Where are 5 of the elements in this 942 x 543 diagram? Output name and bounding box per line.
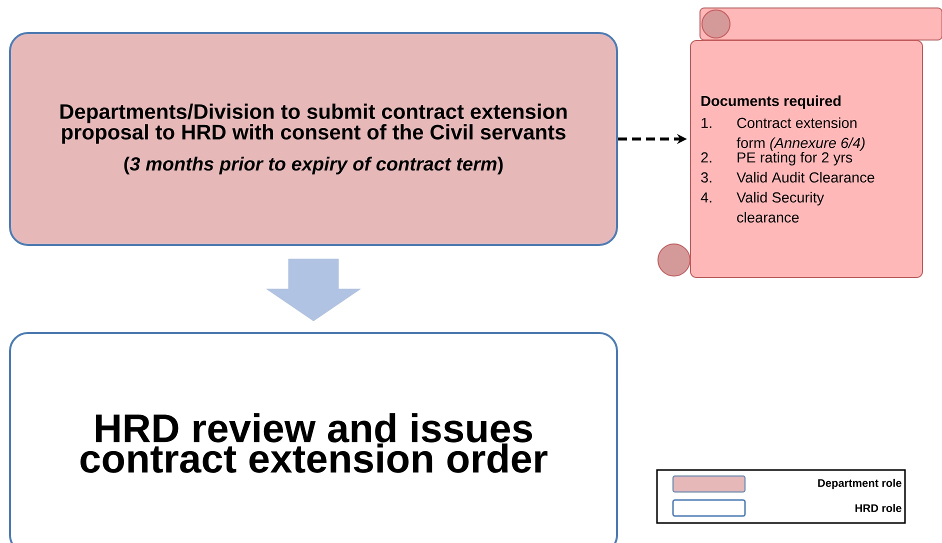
legend-label: Department role <box>818 478 902 490</box>
process-box: HRD review and issues contract extension order <box>9 332 618 543</box>
block-arrow <box>266 258 361 322</box>
process-box: Departments/Division to submit contract extension proposal to HRD with consent of the Civil servants (3 months prior to expiry of contract term) <box>9 32 618 246</box>
legend-label: HRD role <box>855 504 902 512</box>
